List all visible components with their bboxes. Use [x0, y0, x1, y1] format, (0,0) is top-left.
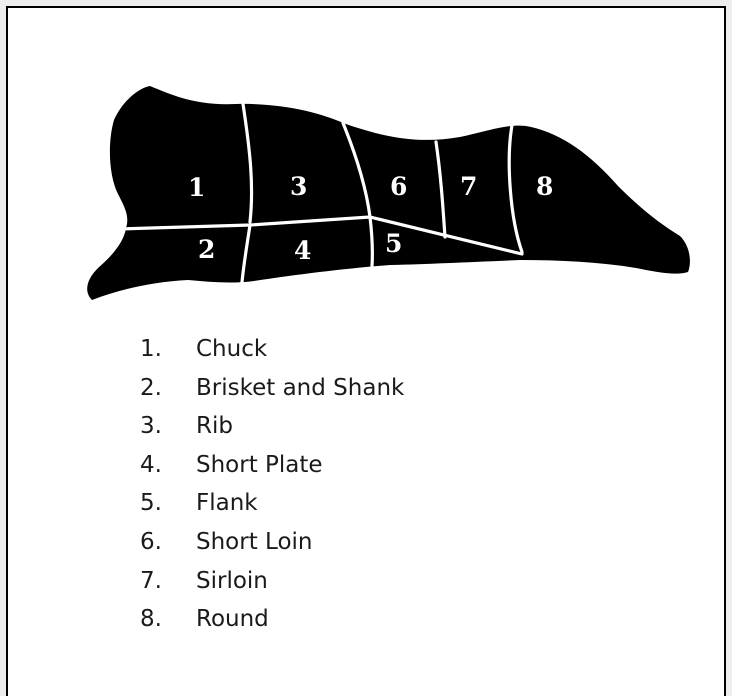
cut-label-7: 7	[460, 172, 477, 201]
legend-item: 4.Short Plate	[140, 448, 404, 487]
legend-number: 4.	[140, 448, 196, 482]
legend-label: Short Loin	[196, 529, 312, 555]
legend-label: Chuck	[196, 336, 267, 362]
cut-legend: 1.Chuck 2.Brisket and Shank 3.Rib 4.Shor…	[140, 332, 404, 641]
legend-item: 5.Flank	[140, 486, 404, 525]
legend-number: 5.	[140, 486, 196, 520]
beef-silhouette	[87, 86, 690, 300]
legend-number: 2.	[140, 371, 196, 405]
cut-label-8: 8	[536, 172, 553, 201]
cut-label-1: 1	[188, 173, 205, 202]
legend-label: Flank	[196, 490, 258, 516]
legend-item: 6.Short Loin	[140, 525, 404, 564]
legend-number: 8.	[140, 602, 196, 636]
legend-label: Brisket and Shank	[196, 375, 404, 401]
cut-label-6: 6	[390, 172, 407, 201]
legend-number: 6.	[140, 525, 196, 559]
legend-item: 7.Sirloin	[140, 564, 404, 603]
cut-label-3: 3	[290, 172, 307, 201]
legend-item: 8.Round	[140, 602, 404, 641]
legend-number: 1.	[140, 332, 196, 366]
legend-item: 3.Rib	[140, 409, 404, 448]
legend-label: Rib	[196, 413, 233, 439]
legend-label: Round	[196, 606, 269, 632]
cut-label-4: 4	[294, 236, 311, 265]
legend-number: 7.	[140, 564, 196, 598]
legend-item: 1.Chuck	[140, 332, 404, 371]
legend-item: 2.Brisket and Shank	[140, 371, 404, 410]
cut-label-5: 5	[385, 229, 402, 258]
legend-number: 3.	[140, 409, 196, 443]
cut-label-2: 2	[198, 235, 215, 264]
legend-label: Short Plate	[196, 452, 323, 478]
legend-label: Sirloin	[196, 568, 268, 594]
